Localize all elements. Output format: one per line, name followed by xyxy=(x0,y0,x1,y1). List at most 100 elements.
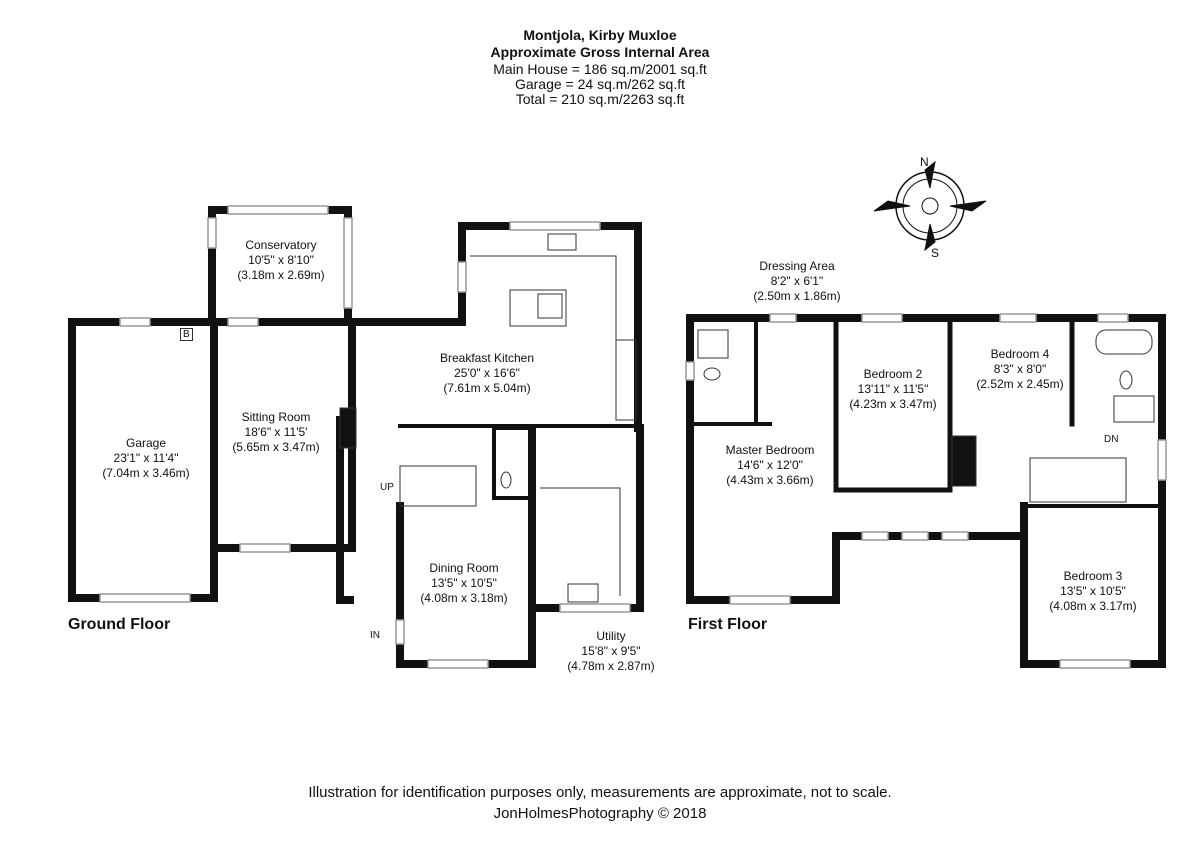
bath-icon xyxy=(1095,329,1153,355)
fixtures xyxy=(339,233,1155,603)
room-name: Dressing Area xyxy=(759,259,835,273)
window xyxy=(1097,313,1129,323)
window xyxy=(999,313,1037,323)
first-floor-stairs xyxy=(1029,457,1127,503)
room-label-dining-room: Dining Room 13'5" x 10'5" (4.08m x 3.18m… xyxy=(420,561,507,606)
room-name: Sitting Room xyxy=(241,410,311,424)
window xyxy=(227,317,259,327)
compass-rose xyxy=(873,160,987,252)
room-label-bedroom-3: Bedroom 3 13'5" x 10'5" (4.08m x 3.17m) xyxy=(1049,569,1136,614)
window xyxy=(729,595,791,605)
room-metric: (4.08m x 3.17m) xyxy=(1049,599,1137,613)
window xyxy=(769,313,797,323)
window xyxy=(119,317,151,327)
room-metric: (4.43m x 3.66m) xyxy=(726,473,814,487)
room-name: Utility xyxy=(596,629,626,643)
wc-outline xyxy=(492,426,534,500)
room-label-breakfast-kitchen: Breakfast Kitchen 25'0" x 16'6" (7.61m x… xyxy=(440,351,534,396)
room-metric: (5.65m x 3.47m) xyxy=(232,440,320,454)
room-name: Breakfast Kitchen xyxy=(439,351,535,365)
total-area: Total = 210 sq.m/2263 sq.ft xyxy=(515,91,685,107)
property-title: Montjola, Kirby Muxloe xyxy=(523,27,677,43)
room-imperial: 13'5" x 10'5" xyxy=(1060,584,1126,598)
room-imperial: 13'11" x 11'5" xyxy=(857,382,929,396)
credit-text: JonHolmesPhotography © 2018 xyxy=(493,805,707,822)
windows xyxy=(99,205,1167,669)
room-metric: (2.52m x 2.45m) xyxy=(976,377,1064,391)
room-label-dressing-area: Dressing Area 8'2" x 6'1" (2.50m x 1.86m… xyxy=(753,259,840,304)
utility-outline xyxy=(528,424,644,612)
room-metric: (4.08m x 3.18m) xyxy=(420,591,508,605)
room-label-bedroom-2: Bedroom 2 13'11" x 11'5" (4.23m x 3.47m) xyxy=(849,367,936,412)
first-floor-label: First Floor xyxy=(688,616,768,633)
kitchen-outline xyxy=(348,222,642,432)
room-imperial: 10'5" x 8'10" xyxy=(248,253,314,267)
room-metric: (4.78m x 2.87m) xyxy=(567,659,655,673)
toilet-icon xyxy=(703,367,721,381)
window xyxy=(207,217,217,249)
room-name: Conservatory xyxy=(245,238,317,252)
window xyxy=(509,221,601,231)
room-name: Dining Room xyxy=(429,561,499,575)
kitchen-island xyxy=(509,289,567,327)
first-floor-outer xyxy=(686,314,1166,668)
first-floor-outer-left xyxy=(686,314,1028,604)
stairs-down-label: DN xyxy=(1104,434,1119,445)
hob-icon xyxy=(537,293,563,319)
room-label-sitting-room: Sitting Room 18'6" x 11'5' (5.65m x 3.47… xyxy=(232,410,319,455)
room-imperial: 23'1" x 11'4" xyxy=(113,451,179,465)
compass-south-label: S xyxy=(931,246,940,260)
room-imperial: 14'6" x 12'0" xyxy=(737,458,803,472)
entrance-label: IN xyxy=(370,630,380,641)
garage-door xyxy=(99,593,191,603)
window xyxy=(1157,439,1167,481)
window xyxy=(559,603,631,613)
west-pointer xyxy=(873,200,911,212)
toilet-icon xyxy=(1119,370,1133,390)
room-label-garage: Garage 23'1" x 11'4" (7.04m x 3.46m) xyxy=(102,436,189,481)
window xyxy=(941,531,969,541)
fireplace xyxy=(339,407,357,449)
east-pointer xyxy=(949,200,987,212)
window xyxy=(861,313,903,323)
window xyxy=(685,361,695,381)
compass-center xyxy=(921,197,939,215)
room-metric: (4.23m x 3.47m) xyxy=(849,397,937,411)
tall-units xyxy=(615,339,637,421)
window xyxy=(457,261,467,293)
main-house-area: Main House = 186 sq.m/2001 sq.ft xyxy=(493,61,707,77)
room-label-conservatory: Conservatory 10'5" x 8'10" (3.18m x 2.69… xyxy=(237,238,324,283)
window xyxy=(343,217,353,309)
chimney xyxy=(951,435,977,487)
room-metric: (7.61m x 5.04m) xyxy=(443,381,531,395)
room-label-bedroom-4: Bedroom 4 8'3" x 8'0" (2.52m x 2.45m) xyxy=(976,347,1063,392)
window xyxy=(861,531,889,541)
window xyxy=(395,619,405,645)
south-pointer xyxy=(924,223,936,252)
stairs-up-label: UP xyxy=(380,482,394,493)
room-imperial: 8'2" x 6'1" xyxy=(770,274,824,288)
shower-icon xyxy=(1113,395,1155,423)
toilet-icon xyxy=(500,471,512,489)
room-label-utility: Utility 15'8" x 9'5" (4.78m x 2.87m) xyxy=(567,629,654,674)
window xyxy=(901,531,929,541)
room-imperial: 13'5" x 10'5" xyxy=(431,576,497,590)
stairs xyxy=(399,465,477,507)
compass-north-label: N xyxy=(920,155,929,169)
first-floor-walls xyxy=(686,314,1166,668)
room-name: Bedroom 3 xyxy=(1063,569,1123,583)
window xyxy=(427,659,489,669)
boiler-marker: B xyxy=(180,328,193,341)
room-imperial: 8'3" x 8'0" xyxy=(993,362,1047,376)
room-name: Garage xyxy=(125,436,167,450)
room-name: Bedroom 2 xyxy=(863,367,923,381)
shower-icon xyxy=(697,329,729,359)
ground-floor-label: Ground Floor xyxy=(68,616,171,633)
disclaimer-text: Illustration for identification purposes… xyxy=(308,784,892,801)
area-title: Approximate Gross Internal Area xyxy=(490,44,710,60)
garage-area: Garage = 24 sq.m/262 sq.ft xyxy=(514,76,686,92)
north-pointer xyxy=(924,160,936,189)
sink-icon xyxy=(547,233,577,251)
